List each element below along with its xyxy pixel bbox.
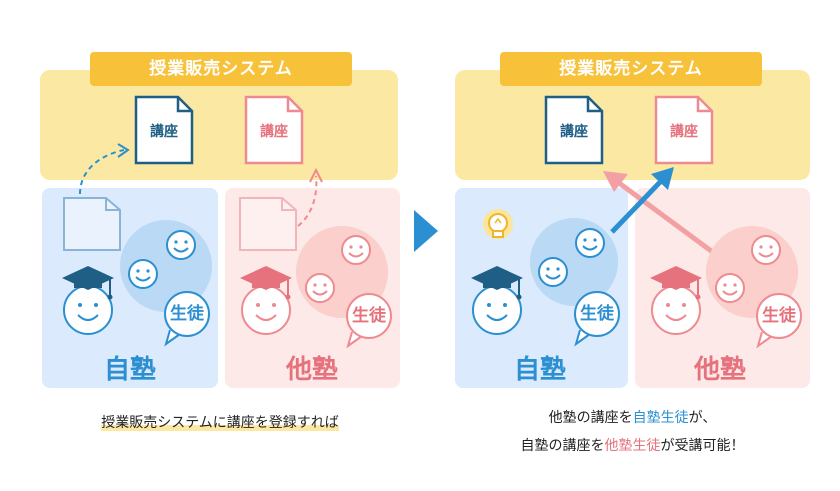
left-caption: 授業販売システムに講座を登録すれば (40, 412, 400, 432)
students-label-own: 生徒 (170, 304, 204, 324)
system-area (40, 70, 398, 180)
own-school-label: 自塾 (103, 355, 156, 385)
caption-text: が受講可能！ (660, 438, 745, 454)
faded-document-icon-own (63, 197, 121, 251)
transition-arrow-icon (414, 210, 438, 252)
own-school-label: 自塾 (513, 355, 566, 385)
other-school-label: 他塾 (285, 355, 338, 385)
students-label-other: 生徒 (352, 306, 386, 326)
caption-highlight-own: 自塾生徒 (632, 410, 689, 426)
system-title: 授業販売システム (500, 52, 762, 86)
course-doc-own: 講座 (544, 95, 604, 165)
course-doc-own: 講座 (134, 95, 194, 165)
caption-text: 自塾の講座を (520, 438, 605, 454)
course-label: 講座 (670, 124, 698, 140)
lightbulb-icon (483, 209, 513, 239)
caption-highlight-other: 他塾生徒 (604, 438, 661, 454)
caption-text: 授業販売システムに講座を登録すれば (101, 415, 339, 431)
right-caption: 他塾の講座を自塾生徒が、 自塾の講座を他塾生徒が受講可能！ (455, 404, 810, 460)
document-icon (654, 95, 714, 165)
caption-text: が、 (688, 410, 717, 426)
other-school-label: 他塾 (693, 355, 746, 385)
students-label-own: 生徒 (580, 304, 614, 324)
course-label: 講座 (260, 124, 288, 140)
course-doc-other: 講座 (654, 95, 714, 165)
students-label-other: 生徒 (762, 306, 796, 326)
document-icon (544, 95, 604, 165)
caption-line-1: 他塾の講座を自塾生徒が、 (455, 404, 810, 432)
course-doc-other: 講座 (244, 95, 304, 165)
document-icon (244, 95, 304, 165)
system-area (455, 70, 810, 180)
caption-line-2: 自塾の講座を他塾生徒が受講可能！ (455, 432, 810, 460)
document-icon (134, 95, 194, 165)
faded-document-icon-other (239, 197, 297, 251)
course-label: 講座 (150, 124, 178, 140)
caption-text: 他塾の講座を (548, 410, 633, 426)
system-title: 授業販売システム (90, 52, 352, 86)
course-label: 講座 (560, 124, 588, 140)
